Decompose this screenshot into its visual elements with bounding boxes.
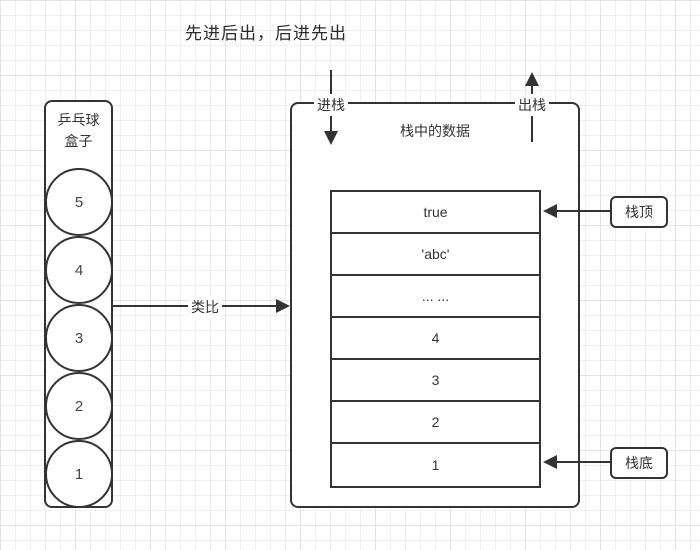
arrow-left-icon — [543, 204, 557, 218]
stack-top-label: 栈顶 — [625, 204, 653, 220]
ball-4: 4 — [45, 236, 113, 304]
stack-cell-1: 1 — [431, 457, 440, 473]
ball-box-label: 乒乓球 盒子 — [44, 110, 113, 152]
pop-label: 出栈 — [515, 94, 549, 116]
arrow-right-icon — [276, 299, 290, 313]
stack-bottom-pointer: 栈底 — [610, 447, 668, 479]
stack-top-pointer: 栈顶 — [610, 196, 668, 228]
stack-top-arrow-line — [557, 210, 610, 212]
ball-2: 2 — [45, 372, 113, 440]
arrow-down-icon — [324, 131, 338, 145]
ball-1: 1 — [45, 440, 113, 508]
arrow-left-icon — [543, 455, 557, 469]
ball-3: 3 — [45, 304, 113, 372]
stack-cell-abc: 'abc' — [332, 234, 539, 276]
ball-4-label: 4 — [74, 261, 84, 279]
analogy-label: 类比 — [188, 296, 222, 318]
ball-box-label-line1: 乒乓球 — [57, 112, 100, 128]
stack-cell-true: true — [332, 192, 539, 234]
stack-bottom-arrow-line — [557, 461, 610, 463]
stack-cell-3: 3 — [332, 360, 539, 402]
ball-3-label: 3 — [74, 329, 84, 347]
stack-cell-ellipsis: ... ... — [332, 276, 539, 318]
stack-cells: true 'abc' ... ... 4 3 2 1 — [330, 190, 541, 488]
ball-5-label: 5 — [74, 193, 84, 211]
stack-cell-2: 2 — [332, 402, 539, 444]
ball-5: 5 — [45, 168, 113, 236]
arrow-up-icon — [525, 72, 539, 86]
ball-2-label: 2 — [74, 397, 84, 415]
push-label: 进栈 — [314, 94, 348, 116]
ball-box-label-line2: 盒子 — [64, 133, 93, 149]
diagram-title: 先进后出，后进先出 — [185, 24, 347, 43]
stack-bottom-label: 栈底 — [625, 455, 653, 471]
stack-title: 栈中的数据 — [400, 123, 470, 139]
stack-cell-4: 4 — [332, 318, 539, 360]
ball-1-label: 1 — [74, 465, 84, 483]
